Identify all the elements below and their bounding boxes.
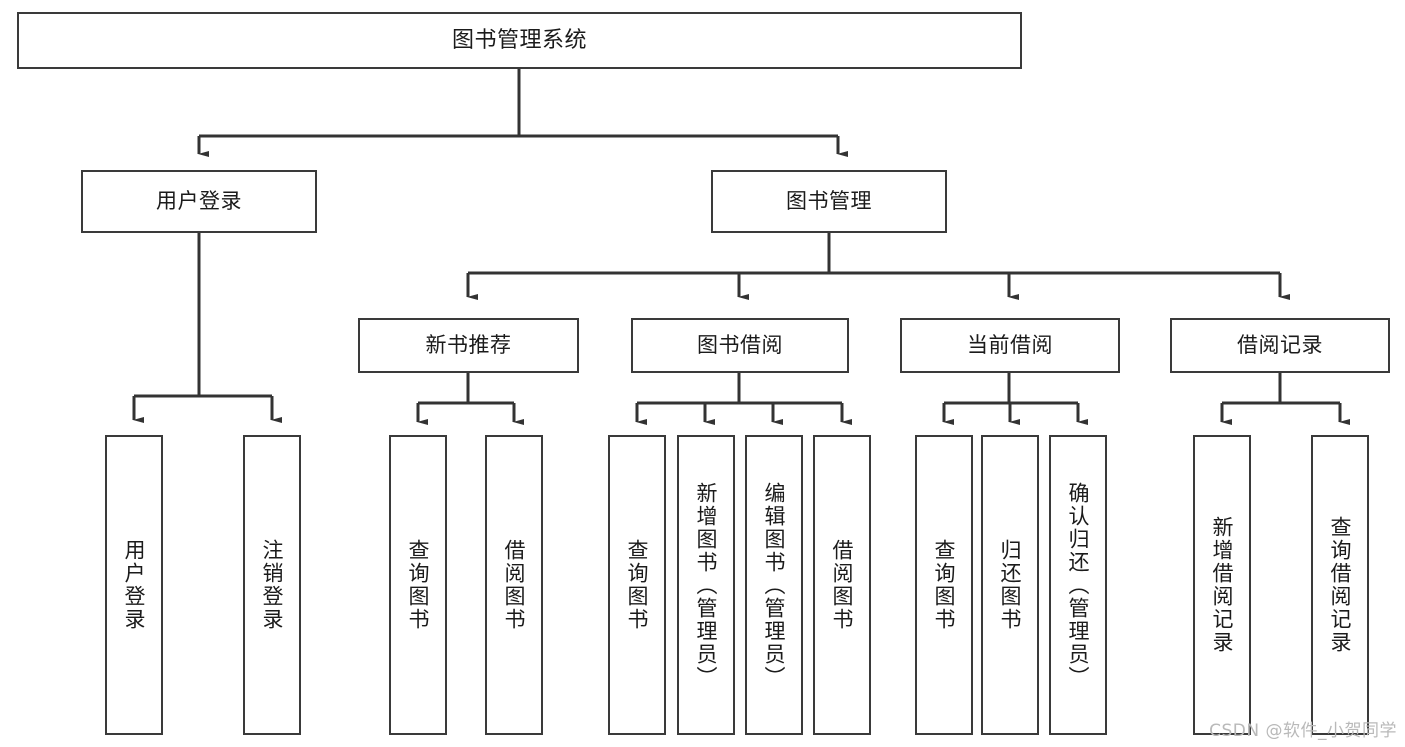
leaf-borrow-record-query-record[interactable]: 查询借阅记录	[1311, 435, 1369, 735]
leaf-book-borrow-edit-book-admin[interactable]: 编辑图书（管理员）	[745, 435, 803, 735]
node-label: 归还图书	[998, 539, 1023, 631]
node-book-management[interactable]: 图书管理	[711, 170, 947, 233]
node-label: 查询图书	[406, 539, 431, 631]
node-label: 用户登录	[122, 539, 147, 631]
node-label: 查询图书	[625, 539, 650, 631]
leaf-book-borrow-add-book-admin[interactable]: 新增图书（管理员）	[677, 435, 735, 735]
leaf-book-borrow-borrow-book[interactable]: 借阅图书	[813, 435, 871, 735]
node-label: 注销登录	[260, 539, 285, 631]
node-label: 借阅记录	[1237, 333, 1323, 358]
leaf-user-login-login[interactable]: 用户登录	[105, 435, 163, 735]
node-label: 查询借阅记录	[1328, 516, 1353, 654]
leaf-borrow-record-add-record[interactable]: 新增借阅记录	[1193, 435, 1251, 735]
node-current-borrow[interactable]: 当前借阅	[900, 318, 1120, 373]
node-label: 图书借阅	[697, 333, 783, 358]
node-book-borrow[interactable]: 图书借阅	[631, 318, 849, 373]
leaf-current-borrow-query-book[interactable]: 查询图书	[915, 435, 973, 735]
node-root-book-management-system[interactable]: 图书管理系统	[17, 12, 1022, 69]
node-label: 新增图书（管理员）	[694, 481, 719, 689]
node-label: 当前借阅	[967, 333, 1053, 358]
leaf-user-login-logout[interactable]: 注销登录	[243, 435, 301, 735]
leaf-current-borrow-return-book[interactable]: 归还图书	[981, 435, 1039, 735]
node-label: 用户登录	[156, 189, 242, 214]
leaf-new-book-borrow-book[interactable]: 借阅图书	[485, 435, 543, 735]
node-label: 查询图书	[932, 539, 957, 631]
node-label: 编辑图书（管理员）	[762, 481, 787, 689]
leaf-new-book-query-book[interactable]: 查询图书	[389, 435, 447, 735]
node-borrow-record[interactable]: 借阅记录	[1170, 318, 1390, 373]
node-label: 图书管理	[786, 189, 872, 214]
leaf-current-borrow-confirm-return-admin[interactable]: 确认归还（管理员）	[1049, 435, 1107, 735]
leaf-book-borrow-query-book[interactable]: 查询图书	[608, 435, 666, 735]
node-label: 图书管理系统	[451, 27, 587, 53]
node-new-book-recommend[interactable]: 新书推荐	[358, 318, 579, 373]
node-label: 确认归还（管理员）	[1066, 481, 1091, 689]
node-label: 借阅图书	[830, 539, 855, 631]
node-label: 新书推荐	[425, 333, 512, 358]
node-user-login[interactable]: 用户登录	[81, 170, 317, 233]
node-label: 新增借阅记录	[1210, 516, 1235, 654]
node-label: 借阅图书	[502, 539, 527, 631]
